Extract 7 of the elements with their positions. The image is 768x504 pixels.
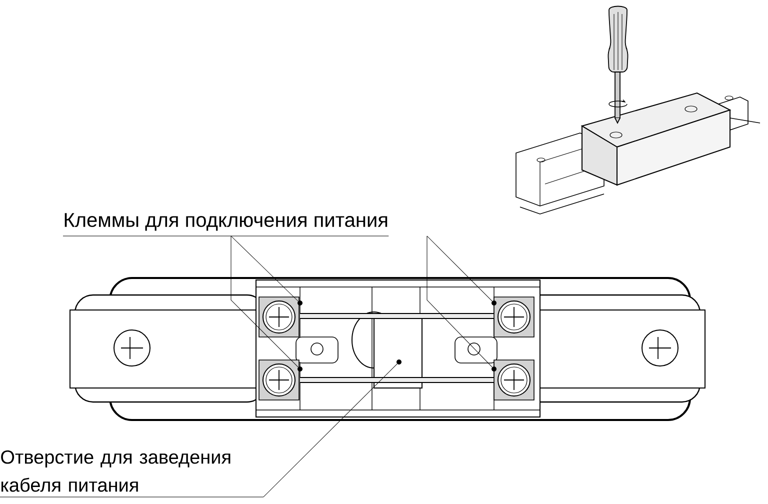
leader-line xyxy=(426,236,492,302)
leader-line xyxy=(426,236,492,368)
leader-line xyxy=(230,236,298,368)
callout-text: Клеммы для подключения питания xyxy=(64,213,388,231)
callout-text: Отверстие для заведения кабеля питания xyxy=(1,450,230,492)
leader-line xyxy=(230,236,298,302)
leader-line xyxy=(263,364,398,498)
